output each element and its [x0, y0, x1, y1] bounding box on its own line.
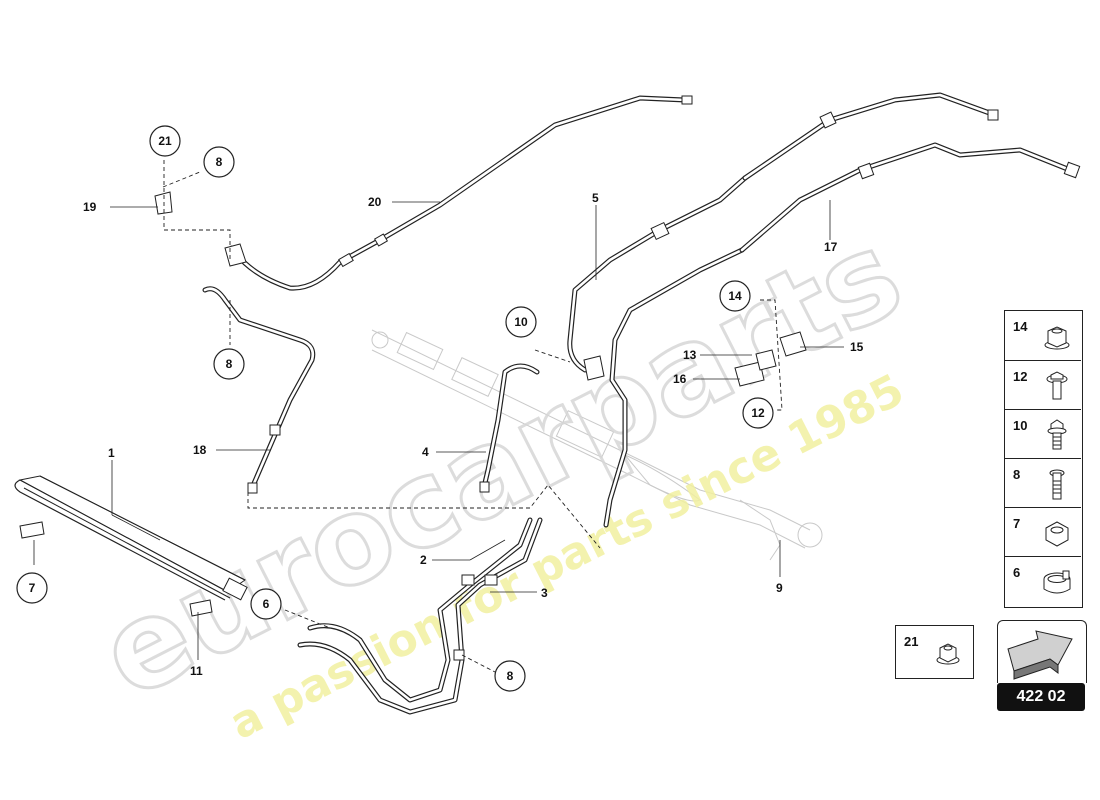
legend-row-12: 12: [1005, 360, 1081, 410]
hose-18: [202, 286, 316, 494]
callout-9: 9: [776, 581, 783, 595]
diagram-code: 422 02: [997, 683, 1085, 711]
callout-12: 12: [751, 406, 765, 420]
hex-nut-icon: [1045, 521, 1069, 547]
leader-lines: [33, 200, 844, 660]
callout-6: 6: [263, 597, 270, 611]
callout-3: 3: [541, 586, 548, 600]
dashed-lines: [162, 160, 783, 673]
hose-20: [229, 95, 693, 291]
oil-cooler-1: [14, 475, 248, 601]
pipes-2-3: [297, 517, 543, 715]
legend-number: 10: [1013, 418, 1028, 433]
callout-16: 16: [673, 372, 687, 386]
callout-15: 15: [850, 340, 864, 354]
callout-8-top: 8: [216, 155, 223, 169]
legend-number: 21: [904, 634, 919, 649]
pipe-17: [603, 142, 1081, 528]
small-flange-nut-icon: [936, 643, 960, 665]
direction-arrow-box: [997, 620, 1087, 683]
callout-18: 18: [193, 443, 207, 457]
legend-row-6: 6: [1005, 556, 1081, 606]
callout-10: 10: [514, 315, 528, 329]
hose-clamp-icon: [1043, 570, 1071, 594]
legend-row-14: 14: [1005, 311, 1081, 360]
legend-number: 8: [1013, 467, 1021, 482]
callout-21: 21: [158, 134, 172, 148]
legend-number: 14: [1013, 319, 1028, 334]
callout-4: 4: [422, 445, 429, 459]
callout-19: 19: [83, 200, 97, 214]
callout-5: 5: [592, 191, 599, 205]
legend-row-10: 10: [1005, 409, 1081, 459]
legend-extra-21: 21: [895, 625, 974, 679]
flange-nut-icon: [1044, 326, 1070, 350]
callout-8-bottom: 8: [507, 669, 514, 683]
callout-13: 13: [683, 348, 697, 362]
callouts-circled: 21 8 8 10 14 12 7 6 8: [16, 125, 774, 692]
steering-rack-ghost: [371, 329, 823, 561]
flange-bolt-icon: [1047, 419, 1067, 450]
callout-11: 11: [190, 664, 203, 678]
callouts-plain: 1 2 3 4 5 9 11 13 15 16 17 18 19 20: [83, 191, 864, 678]
callout-2: 2: [420, 553, 427, 567]
callout-20: 20: [368, 195, 382, 209]
legend-number: 12: [1013, 369, 1028, 384]
legend-row-7: 7: [1005, 507, 1081, 557]
pipe-5: [567, 92, 999, 373]
legend-number: 6: [1013, 565, 1021, 580]
legend-number: 7: [1013, 516, 1021, 531]
flange-bolt-short-icon: [1046, 371, 1068, 400]
callout-1: 1: [108, 446, 115, 460]
hardware-legend: 14 12 10 8 7: [1004, 310, 1083, 608]
callout-8-mid: 8: [226, 357, 233, 371]
legend-row-8: 8: [1005, 458, 1081, 508]
callout-17: 17: [824, 240, 838, 254]
direction-arrow-icon: [1007, 630, 1073, 680]
callout-7: 7: [29, 581, 36, 595]
bolt-icon: [1049, 469, 1065, 500]
pipe-4: [479, 363, 540, 493]
brackets: [19, 191, 807, 617]
callout-14: 14: [728, 289, 742, 303]
